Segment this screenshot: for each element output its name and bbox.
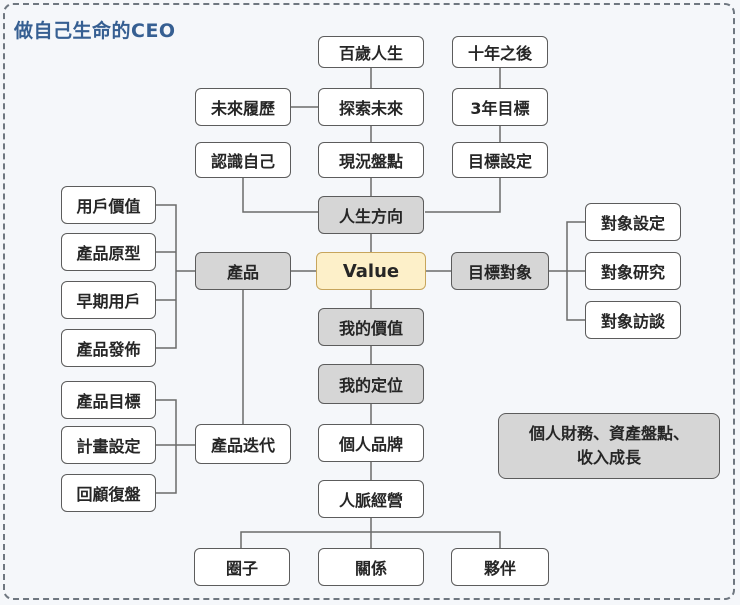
node-audience-research: 對象研究 — [585, 252, 681, 290]
note-line-1: 個人財務、資產盤點、 — [528, 424, 689, 443]
node-product-goal: 產品目標 — [61, 381, 156, 419]
node-product-launch: 產品發佈 — [61, 329, 156, 367]
node-hundred-year-life: 百歲人生 — [318, 36, 424, 68]
node-ten-years-later: 十年之後 — [452, 36, 548, 68]
node-my-value: 我的價值 — [318, 308, 424, 346]
node-early-users: 早期用戶 — [61, 281, 156, 319]
dashed-frame — [3, 3, 735, 600]
node-product: 產品 — [195, 252, 291, 290]
node-circle: 圈子 — [194, 548, 290, 586]
node-network: 人脈經營 — [318, 480, 424, 518]
node-partners: 夥伴 — [451, 548, 549, 586]
node-audience-setting: 對象設定 — [585, 203, 681, 241]
page-title: 做自己生命的CEO — [14, 20, 176, 42]
node-value-center: Value — [316, 252, 426, 290]
node-current-inventory: 現況盤點 — [318, 142, 424, 178]
node-personal-brand: 個人品牌 — [318, 424, 424, 462]
node-product-iteration: 產品迭代 — [195, 424, 291, 464]
node-review: 回顧復盤 — [61, 474, 156, 512]
node-plan-setting: 計畫設定 — [61, 426, 156, 464]
note-finance-box: 個人財務、資產盤點、 收入成長 — [498, 413, 720, 479]
node-three-year-goal: 3年目標 — [452, 88, 548, 126]
note-line-2: 收入成長 — [576, 448, 641, 467]
node-explore-future: 探索未來 — [318, 88, 424, 126]
node-goal-setting: 目標設定 — [452, 142, 548, 178]
node-know-yourself: 認識自己 — [195, 142, 291, 178]
node-product-prototype: 產品原型 — [61, 233, 156, 271]
node-relationships: 關係 — [318, 548, 424, 586]
node-my-positioning: 我的定位 — [318, 364, 424, 404]
node-user-value: 用戶價值 — [61, 186, 156, 224]
node-future-resume: 未來履歷 — [195, 88, 291, 126]
node-life-direction: 人生方向 — [318, 196, 424, 234]
node-audience-interview: 對象訪談 — [585, 301, 681, 339]
node-target-audience: 目標對象 — [451, 252, 549, 290]
